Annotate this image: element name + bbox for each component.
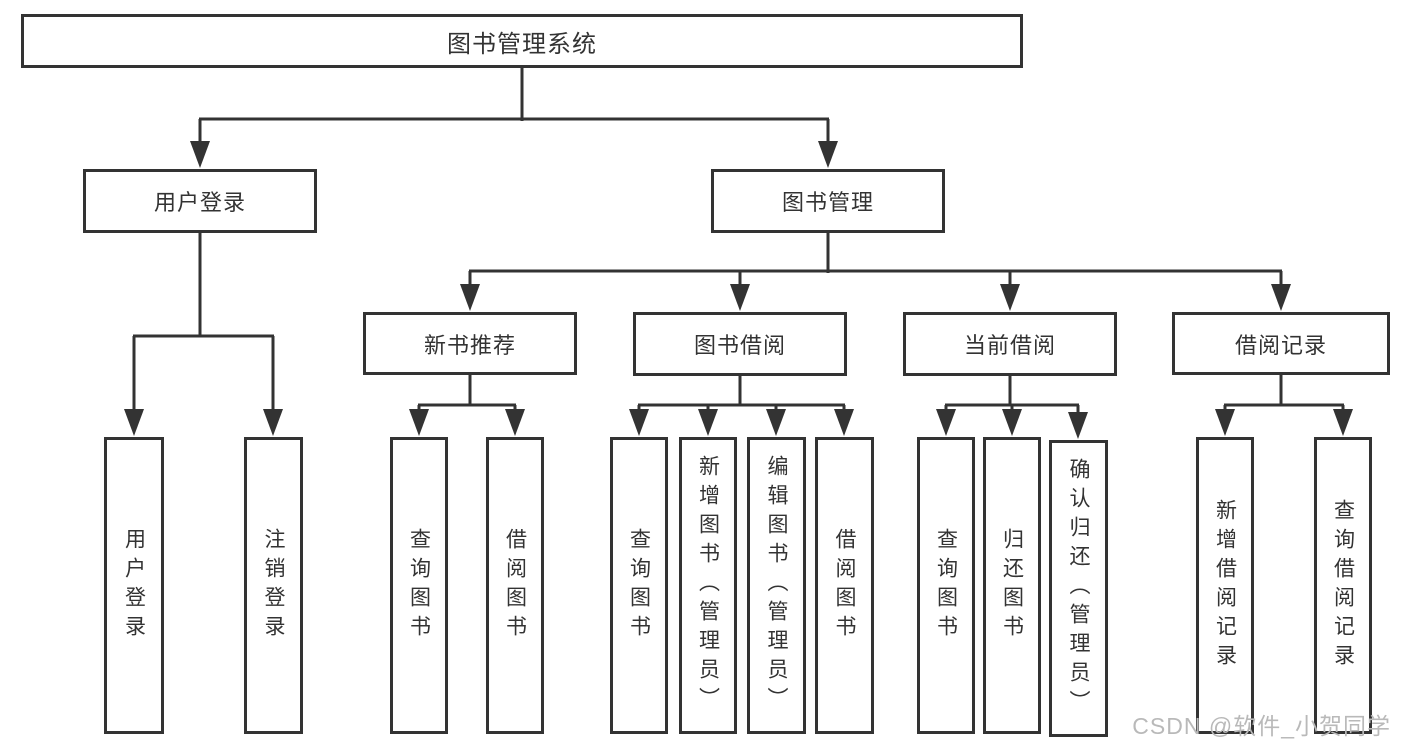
node-label: 查询图书 <box>407 527 431 644</box>
arrowhead <box>505 409 525 436</box>
arrowhead <box>1215 409 1235 436</box>
node-leaf-add-borrow-record: 新增借阅记录 <box>1196 437 1254 734</box>
connector-current-borrow-to-children <box>944 376 1080 414</box>
node-label: 新书推荐 <box>423 332 516 358</box>
node-label: 新增图书（管理员） <box>696 455 720 716</box>
node-leaf-borrow-books: 借阅图书 <box>815 437 874 734</box>
node-label: 查询借阅记录 <box>1331 498 1355 673</box>
node-label: 注销登录 <box>262 527 285 644</box>
arrowhead <box>834 409 854 436</box>
arrowhead <box>190 141 210 168</box>
node-leaf-edit-books-admin: 编辑图书（管理员） <box>747 437 806 734</box>
node-leaf-add-books-admin: 新增图书（管理员） <box>679 437 737 734</box>
arrowhead <box>263 409 283 436</box>
node-label: 图书借阅 <box>693 333 786 358</box>
arrowhead <box>936 409 956 436</box>
node-new-book-recommend: 新书推荐 <box>363 312 577 375</box>
arrowhead <box>1002 409 1022 436</box>
connector-root-to-tier2 <box>198 68 830 142</box>
arrowhead <box>766 409 786 436</box>
connector-new-book-to-children <box>417 375 517 411</box>
connector-borrow-records-to-children <box>1223 375 1345 411</box>
node-label: 查询图书 <box>627 527 651 644</box>
node-label: 借阅图书 <box>503 527 527 644</box>
node-label: 归还图书 <box>1000 527 1024 644</box>
node-label: 确认归还（管理员） <box>1067 458 1090 719</box>
node-leaf-confirm-return-admin: 确认归还（管理员） <box>1049 440 1108 737</box>
node-leaf-borrow-books-recommend: 借阅图书 <box>486 437 544 734</box>
node-label: 当前借阅 <box>963 333 1056 358</box>
arrowhead <box>818 141 838 168</box>
arrowhead <box>730 284 750 311</box>
node-leaf-query-books-borrow: 查询图书 <box>610 437 668 734</box>
node-label: 新增借阅记录 <box>1213 498 1237 673</box>
arrowhead <box>460 284 480 311</box>
node-label: 用户登录 <box>153 190 246 215</box>
node-leaf-return-books: 归还图书 <box>983 437 1041 734</box>
node-label: 图书管理系统 <box>447 30 597 58</box>
node-label: 图书管理 <box>781 190 874 215</box>
node-library-management-system: 图书管理系统 <box>21 14 1023 68</box>
arrowhead <box>1068 412 1088 439</box>
arrowhead <box>409 409 429 436</box>
node-label: 借阅图书 <box>833 527 856 644</box>
node-label: 查询图书 <box>934 527 958 644</box>
node-user-login: 用户登录 <box>83 169 317 233</box>
arrowhead <box>698 409 718 436</box>
node-leaf-query-books-current: 查询图书 <box>917 437 975 734</box>
connector-book-management-to-tier3 <box>468 233 1283 286</box>
arrowhead <box>1333 409 1353 436</box>
node-label: 借阅记录 <box>1234 332 1327 358</box>
arrowhead <box>1271 284 1291 311</box>
node-borrow-records: 借阅记录 <box>1172 312 1390 375</box>
arrowhead <box>1000 284 1020 311</box>
arrowhead <box>124 409 144 436</box>
node-current-borrow: 当前借阅 <box>903 312 1117 376</box>
connector-user-login-to-children <box>132 233 275 411</box>
node-book-management: 图书管理 <box>711 169 945 233</box>
node-leaf-logout: 注销登录 <box>244 437 303 734</box>
node-leaf-query-books-recommend: 查询图书 <box>390 437 448 734</box>
connector-book-borrow-to-children <box>637 376 846 411</box>
node-book-borrow: 图书借阅 <box>633 312 847 376</box>
arrowheads <box>124 141 1353 439</box>
node-label: 编辑图书（管理员） <box>765 455 788 716</box>
node-leaf-query-borrow-record: 查询借阅记录 <box>1314 437 1372 734</box>
node-leaf-user-login: 用户登录 <box>104 437 164 734</box>
arrowhead <box>629 409 649 436</box>
node-label: 用户登录 <box>122 527 146 644</box>
